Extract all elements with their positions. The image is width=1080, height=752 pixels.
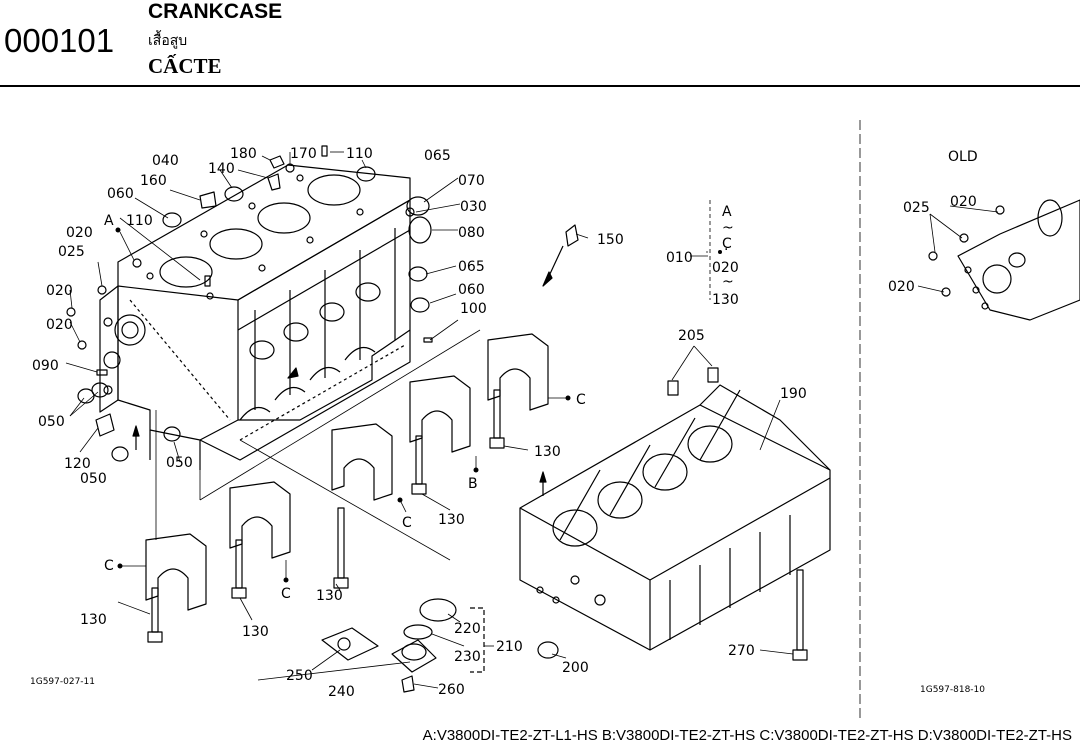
title-thai: เสื้อสูบ bbox=[148, 33, 188, 49]
range-mid: C bbox=[722, 236, 732, 252]
callout-110-left: 110 bbox=[126, 213, 153, 229]
callout-065-lower: 065 bbox=[458, 259, 485, 275]
old-callout-020-b: 020 bbox=[888, 279, 915, 295]
title-english: CRANKCASE bbox=[148, 0, 283, 23]
callout-210: 210 bbox=[496, 639, 523, 655]
assembly-guide-lines bbox=[155, 329, 481, 561]
range-a: 020 bbox=[712, 260, 739, 276]
range-tilde-1: ~ bbox=[722, 220, 734, 236]
oil-filler-assembly bbox=[321, 598, 485, 693]
lower-crankcase bbox=[519, 367, 831, 661]
old-callout-020-a: 020 bbox=[950, 194, 977, 210]
callout-260: 260 bbox=[438, 682, 465, 698]
callout-C-1: C bbox=[576, 392, 586, 408]
callout-130-c: 130 bbox=[316, 588, 343, 604]
callout-270: 270 bbox=[728, 643, 755, 659]
callout-020-b: 020 bbox=[46, 283, 73, 299]
callout-150: 150 bbox=[597, 232, 624, 248]
callout-025: 025 bbox=[58, 244, 85, 260]
part-group-code: 000101 bbox=[4, 22, 115, 59]
cap-bolts bbox=[147, 389, 505, 643]
crankcase-block bbox=[99, 164, 411, 470]
callout-C-3: C bbox=[281, 586, 291, 602]
callout-140: 140 bbox=[208, 161, 235, 177]
callout-010: 010 bbox=[666, 250, 693, 266]
figure-id-right: 1G597-818-10 bbox=[920, 685, 985, 695]
range-dot: · bbox=[724, 242, 728, 258]
callout-040: 040 bbox=[152, 153, 179, 169]
model-applicability-footer: A:V3800DI-TE2-ZT-L1-HS B:V3800DI-TE2-ZT-… bbox=[422, 727, 1072, 744]
callout-060-lower: 060 bbox=[458, 282, 485, 298]
callout-020: 020 bbox=[66, 225, 93, 241]
callout-130-e: 130 bbox=[242, 624, 269, 640]
range-b: 130 bbox=[712, 292, 739, 308]
callout-090: 090 bbox=[32, 358, 59, 374]
callout-B: B bbox=[468, 476, 478, 492]
callout-120: 120 bbox=[64, 456, 91, 472]
callout-C-4: C bbox=[104, 558, 114, 574]
callout-250: 250 bbox=[286, 668, 313, 684]
figure-id-left: 1G597-027-11 bbox=[30, 677, 95, 687]
old-version-detail bbox=[859, 120, 1080, 720]
callout-170: 170 bbox=[290, 146, 317, 162]
callout-200: 200 bbox=[562, 660, 589, 676]
callout-065: 065 bbox=[424, 148, 451, 164]
callout-190: 190 bbox=[780, 386, 807, 402]
callout-205: 205 bbox=[678, 328, 705, 344]
callout-130-a: 130 bbox=[534, 444, 561, 460]
old-label: OLD bbox=[948, 149, 978, 165]
title-vietnamese: CẤCTE bbox=[148, 54, 222, 78]
small-parts bbox=[66, 145, 579, 496]
callout-130-b: 130 bbox=[438, 512, 465, 528]
bearing-caps bbox=[145, 333, 549, 611]
callout-C-2: C bbox=[402, 515, 412, 531]
callout-100: 100 bbox=[460, 301, 487, 317]
range-top: A bbox=[722, 204, 732, 220]
reference-dots bbox=[115, 227, 722, 583]
old-callout-025: 025 bbox=[903, 200, 930, 216]
callout-050-b: 050 bbox=[80, 471, 107, 487]
callout-220: 220 bbox=[454, 621, 481, 637]
callout-070: 070 bbox=[458, 173, 485, 189]
callout-050: 050 bbox=[38, 414, 65, 430]
callout-leaders bbox=[65, 151, 999, 689]
page-header: 000101 CRANKCASE เสื้อสูบ CẤCTE bbox=[0, 0, 1080, 88]
callout-060: 060 bbox=[107, 186, 134, 202]
header-rule bbox=[0, 85, 1080, 87]
range-tilde-2: ~ bbox=[722, 274, 734, 290]
callout-160: 160 bbox=[140, 173, 167, 189]
callout-230: 230 bbox=[454, 649, 481, 665]
callout-240: 240 bbox=[328, 684, 355, 700]
callout-020-c: 020 bbox=[46, 317, 73, 333]
callout-130-d: 130 bbox=[80, 612, 107, 628]
callout-110: 110 bbox=[346, 146, 373, 162]
callout-labels: 180 170 110 065 040 140 070 060 160 030 … bbox=[30, 146, 985, 700]
callout-180: 180 bbox=[230, 146, 257, 162]
callout-080: 080 bbox=[458, 225, 485, 241]
callout-030: 030 bbox=[460, 199, 487, 215]
callout-050-c: 050 bbox=[166, 455, 193, 471]
callout-A: A bbox=[104, 213, 114, 229]
